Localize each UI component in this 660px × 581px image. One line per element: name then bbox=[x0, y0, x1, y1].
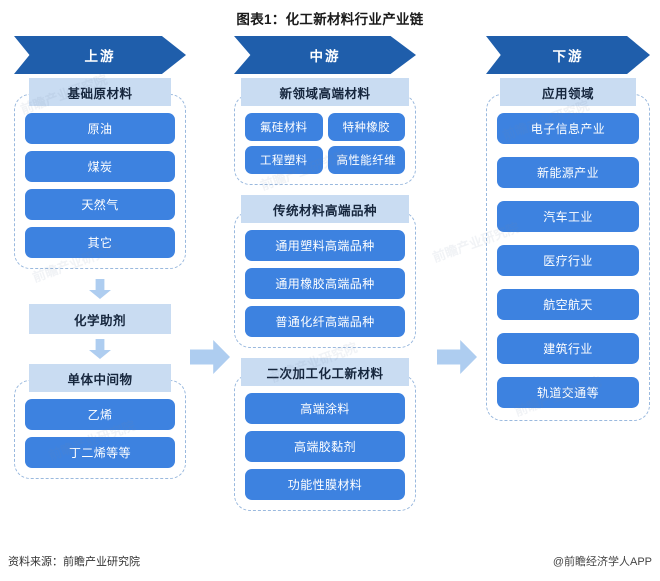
arrow-right-icon-midstream-to-downstream bbox=[437, 340, 477, 374]
column-midstream: 新领域高端材料 氟硅材料 特种橡胶 工程塑料 高性能纤维 传统材料高端品种 通用… bbox=[234, 78, 416, 521]
source-label: 资料来源：前瞻产业研究院 bbox=[8, 556, 140, 568]
group-header-label: 基础原材料 bbox=[28, 78, 172, 106]
group-application-fields: 应用领域 电子信息产业 新能源产业 汽车工业 医疗行业 航空航天 建筑行业 轨道… bbox=[486, 78, 650, 421]
list-item[interactable]: 新能源产业 bbox=[497, 157, 639, 188]
group-header-label: 应用领域 bbox=[500, 78, 636, 106]
group-body: 电子信息产业 新能源产业 汽车工业 医疗行业 航空航天 建筑行业 轨道交通等 bbox=[486, 94, 650, 421]
stage-chevron-midstream: 中游 bbox=[234, 36, 416, 74]
box-chemical-additives: 化学助剂 bbox=[28, 304, 172, 334]
group-header-label: 新领域高端材料 bbox=[240, 78, 410, 106]
list-item[interactable]: 普通化纤高端品种 bbox=[245, 306, 405, 337]
column-downstream: 应用领域 电子信息产业 新能源产业 汽车工业 医疗行业 航空航天 建筑行业 轨道… bbox=[486, 78, 650, 431]
list-item[interactable]: 天然气 bbox=[25, 189, 175, 220]
group-new-field-high-end-materials: 新领域高端材料 氟硅材料 特种橡胶 工程塑料 高性能纤维 bbox=[234, 78, 416, 185]
list-item[interactable]: 原油 bbox=[25, 113, 175, 144]
list-item[interactable]: 航空航天 bbox=[497, 289, 639, 320]
stage-header-row: 上游 中游 下游 bbox=[0, 36, 660, 78]
group-body: 通用塑料高端品种 通用橡胶高端品种 普通化纤高端品种 bbox=[234, 211, 416, 348]
list-item[interactable]: 煤炭 bbox=[25, 151, 175, 182]
industry-chain-columns: 基础原材料 原油 煤炭 天然气 其它 化学助剂 单体中间物 乙烯 丁二烯等等 新… bbox=[0, 78, 660, 530]
page-title: 图表1：化工新材料行业产业链 bbox=[236, 12, 424, 27]
list-item[interactable]: 汽车工业 bbox=[497, 201, 639, 232]
list-item[interactable]: 高端涂料 bbox=[245, 393, 405, 424]
item-grid: 氟硅材料 特种橡胶 工程塑料 高性能纤维 bbox=[245, 113, 405, 174]
group-basic-raw-materials: 基础原材料 原油 煤炭 天然气 其它 bbox=[14, 78, 186, 269]
list-item[interactable]: 工程塑料 bbox=[245, 146, 323, 174]
stage-chevron-upstream: 上游 bbox=[14, 36, 186, 74]
list-item[interactable]: 氟硅材料 bbox=[245, 113, 323, 141]
list-item[interactable]: 医疗行业 bbox=[497, 245, 639, 276]
list-item[interactable]: 乙烯 bbox=[25, 399, 175, 430]
list-item[interactable]: 电子信息产业 bbox=[497, 113, 639, 144]
group-header-label: 二次加工化工新材料 bbox=[240, 358, 410, 386]
list-item[interactable]: 通用塑料高端品种 bbox=[245, 230, 405, 261]
footer: 资料来源：前瞻产业研究院 @前瞻经济学人APP bbox=[0, 553, 660, 573]
group-body: 乙烯 丁二烯等等 bbox=[14, 380, 186, 479]
group-secondary-processing-materials: 二次加工化工新材料 高端涂料 高端胶黏剂 功能性膜材料 bbox=[234, 358, 416, 511]
list-item[interactable]: 功能性膜材料 bbox=[245, 469, 405, 500]
group-body: 原油 煤炭 天然气 其它 bbox=[14, 94, 186, 269]
group-header-label: 单体中间物 bbox=[28, 364, 172, 392]
stage-chevron-downstream: 下游 bbox=[486, 36, 650, 74]
list-item[interactable]: 其它 bbox=[25, 227, 175, 258]
list-item[interactable]: 建筑行业 bbox=[497, 333, 639, 364]
arrow-down-icon-to-chemical-additives bbox=[89, 279, 111, 299]
arrow-right-icon-upstream-to-midstream bbox=[190, 340, 230, 374]
list-item[interactable]: 高性能纤维 bbox=[327, 146, 405, 174]
group-monomer-intermediates: 单体中间物 乙烯 丁二烯等等 bbox=[14, 364, 186, 479]
list-item[interactable]: 丁二烯等等 bbox=[25, 437, 175, 468]
group-header-label: 传统材料高端品种 bbox=[240, 195, 410, 223]
group-traditional-high-end-varieties: 传统材料高端品种 通用塑料高端品种 通用橡胶高端品种 普通化纤高端品种 bbox=[234, 195, 416, 348]
column-upstream: 基础原材料 原油 煤炭 天然气 其它 化学助剂 单体中间物 乙烯 丁二烯等等 bbox=[14, 78, 186, 489]
brand-label: @前瞻经济学人APP bbox=[552, 556, 652, 568]
group-body: 高端涂料 高端胶黏剂 功能性膜材料 bbox=[234, 374, 416, 511]
list-item[interactable]: 通用橡胶高端品种 bbox=[245, 268, 405, 299]
arrow-down-icon-to-monomer-intermediates bbox=[89, 339, 111, 359]
list-item[interactable]: 轨道交通等 bbox=[497, 377, 639, 408]
group-body: 氟硅材料 特种橡胶 工程塑料 高性能纤维 bbox=[234, 94, 416, 185]
list-item[interactable]: 高端胶黏剂 bbox=[245, 431, 405, 462]
list-item[interactable]: 特种橡胶 bbox=[327, 113, 405, 141]
